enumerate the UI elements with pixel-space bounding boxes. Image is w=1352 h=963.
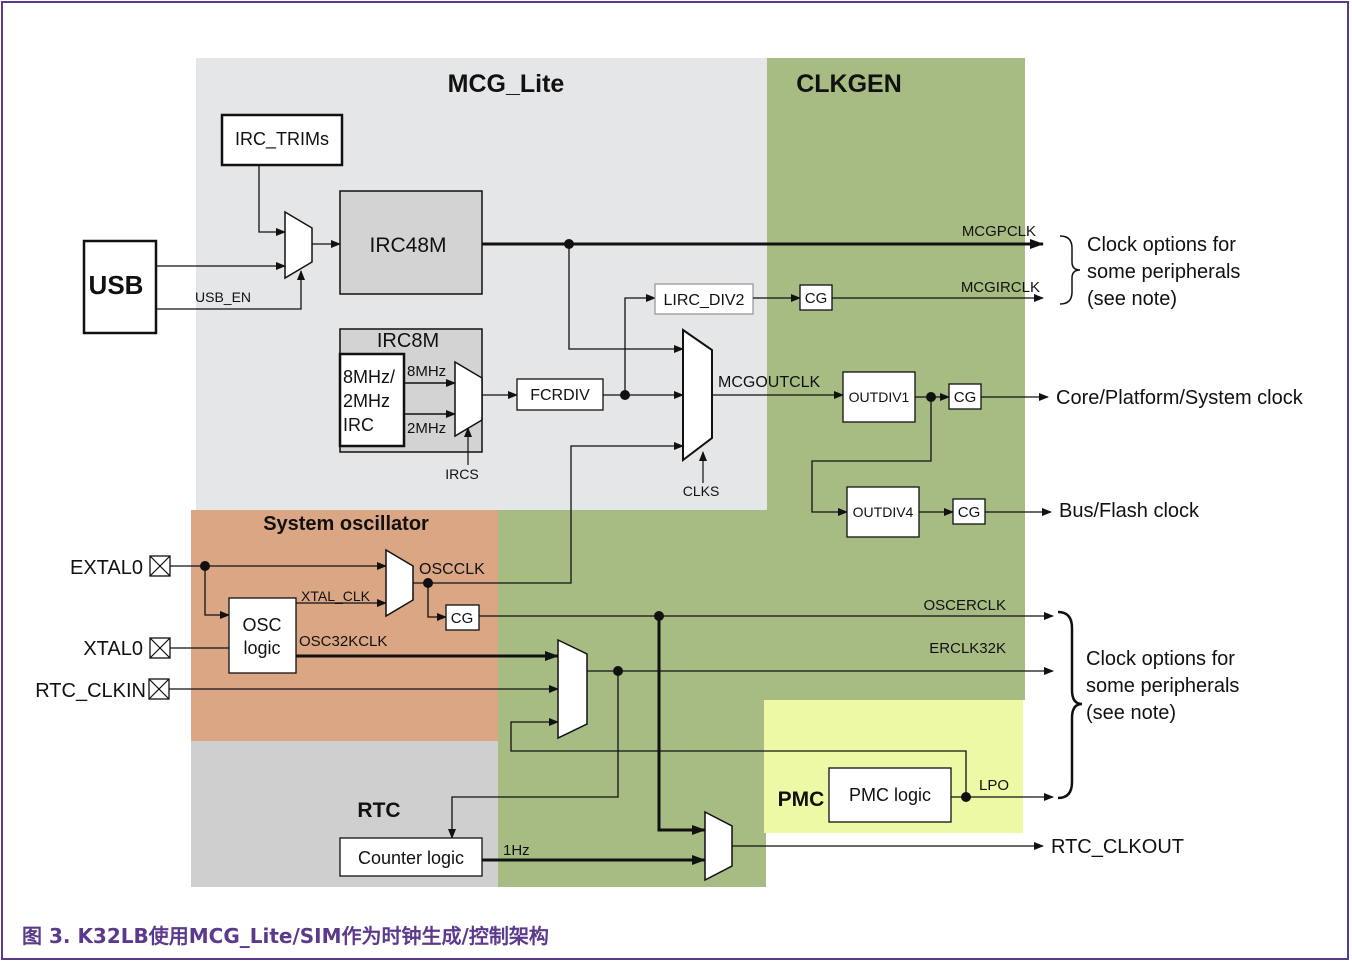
lirc-div2-label: LIRC_DIV2 (664, 292, 745, 309)
rtc-title: RTC (357, 799, 400, 822)
pmc-title: PMC (778, 788, 825, 811)
erclk32k-label: ERCLK32K (929, 640, 1006, 657)
clock-options-1-line2: some peripherals (1087, 261, 1240, 283)
counter-logic-block (339, 837, 483, 877)
usb-label: USB (89, 270, 144, 300)
osc32kclk-label: OSC32KCLK (299, 633, 387, 650)
mhz2-label: 2MHz (407, 420, 446, 437)
fcrdiv-block (516, 378, 604, 411)
erclk32k-mux (557, 638, 588, 740)
irc-trims-label: IRC_TRIMs (235, 129, 329, 150)
cg-osc (445, 604, 480, 631)
cg-mcgirclk-label: CG (805, 290, 828, 307)
fcrdiv-label: FCRDIV (530, 387, 590, 404)
osc-logic-line2: logic (243, 638, 280, 658)
xtal-clk-label: XTAL_CLK (301, 588, 371, 604)
mhz8-label: 8MHz (407, 363, 446, 380)
clock-options-1-line1: Clock options for (1087, 234, 1236, 256)
clks-mux (682, 328, 713, 463)
hz1-label: 1Hz (503, 842, 530, 859)
cg-bus-label: CG (958, 504, 981, 521)
pmc-logic-label: PMC logic (849, 785, 931, 805)
oscerclk-label: OSCERCLK (923, 597, 1006, 614)
clock-options-1-line3: (see note) (1087, 288, 1177, 310)
counter-logic-label: Counter logic (358, 848, 464, 868)
extal0-label: EXTAL0 (70, 557, 143, 579)
outdiv1-block (842, 371, 916, 423)
mcgpclk-label: MCGPCLK (962, 223, 1036, 240)
rtc-clkin-label: RTC_CLKIN (35, 680, 146, 702)
clkgen-title: CLKGEN (796, 70, 902, 98)
clock-options-2-line3: (see note) (1086, 702, 1176, 724)
brace-1 (1059, 235, 1081, 305)
usb-en-label: USB_EN (195, 289, 251, 305)
core-clock-label: Core/Platform/System clock (1056, 387, 1304, 409)
irc8m-label: IRC8M (377, 330, 439, 352)
osc-logic-line1: OSC (242, 615, 281, 635)
clock-options-2-line2: some peripherals (1086, 675, 1239, 697)
osc-mux (385, 548, 414, 618)
clks-label: CLKS (683, 483, 720, 499)
outdiv1-label: OUTDIV1 (849, 389, 910, 405)
usb-block (82, 239, 158, 335)
oscclk-label: OSCCLK (419, 561, 485, 578)
cg-bus (952, 498, 986, 525)
mcgirclk-label: MCGIRCLK (961, 279, 1040, 296)
mcgoutclk-label: MCGOUTCLK (718, 374, 821, 391)
system-oscillator-title: System oscillator (263, 513, 429, 535)
brace-2 (1057, 610, 1083, 800)
cg-mcgirclk (799, 284, 833, 311)
ircs-label: IRCS (445, 466, 478, 482)
irc8m-inner-block (338, 352, 406, 448)
cg-osc-label: CG (451, 610, 474, 627)
extal0-pin (149, 555, 171, 577)
clock-options-2-line1: Clock options for (1086, 648, 1235, 670)
irc8m-inner-line3: IRC (343, 415, 374, 435)
rtc-clkin-pin (148, 678, 170, 700)
osc-logic-block (228, 597, 297, 674)
mcg-lite-title: MCG_Lite (448, 70, 565, 98)
rtc-clkout-label: RTC_CLKOUT (1051, 836, 1184, 858)
irc48m-block (339, 190, 483, 295)
figure-caption: 图 3. K32LB使用MCG_Lite/SIM作为时钟生成/控制架构 (22, 924, 549, 948)
lirc-div2-block (654, 283, 754, 315)
clkgen-region (767, 58, 1025, 510)
irc8m-inner-line1: 8MHz/ (343, 367, 395, 387)
lpo-label: LPO (979, 777, 1009, 794)
irc48m-label: IRC48M (369, 234, 446, 257)
cg-core-label: CG (954, 389, 977, 406)
bus-clock-label: Bus/Flash clock (1059, 500, 1200, 522)
xtal0-pin (149, 637, 171, 659)
irc8m-inner-line2: 2MHz (343, 391, 390, 411)
irc48m-mux (284, 210, 313, 280)
outdiv4-label: OUTDIV4 (853, 504, 914, 520)
xtal0-label: XTAL0 (83, 638, 143, 660)
pmc-logic-block (828, 767, 952, 823)
irc-trims-block (220, 113, 344, 167)
rtc-clkout-mux (704, 810, 733, 882)
